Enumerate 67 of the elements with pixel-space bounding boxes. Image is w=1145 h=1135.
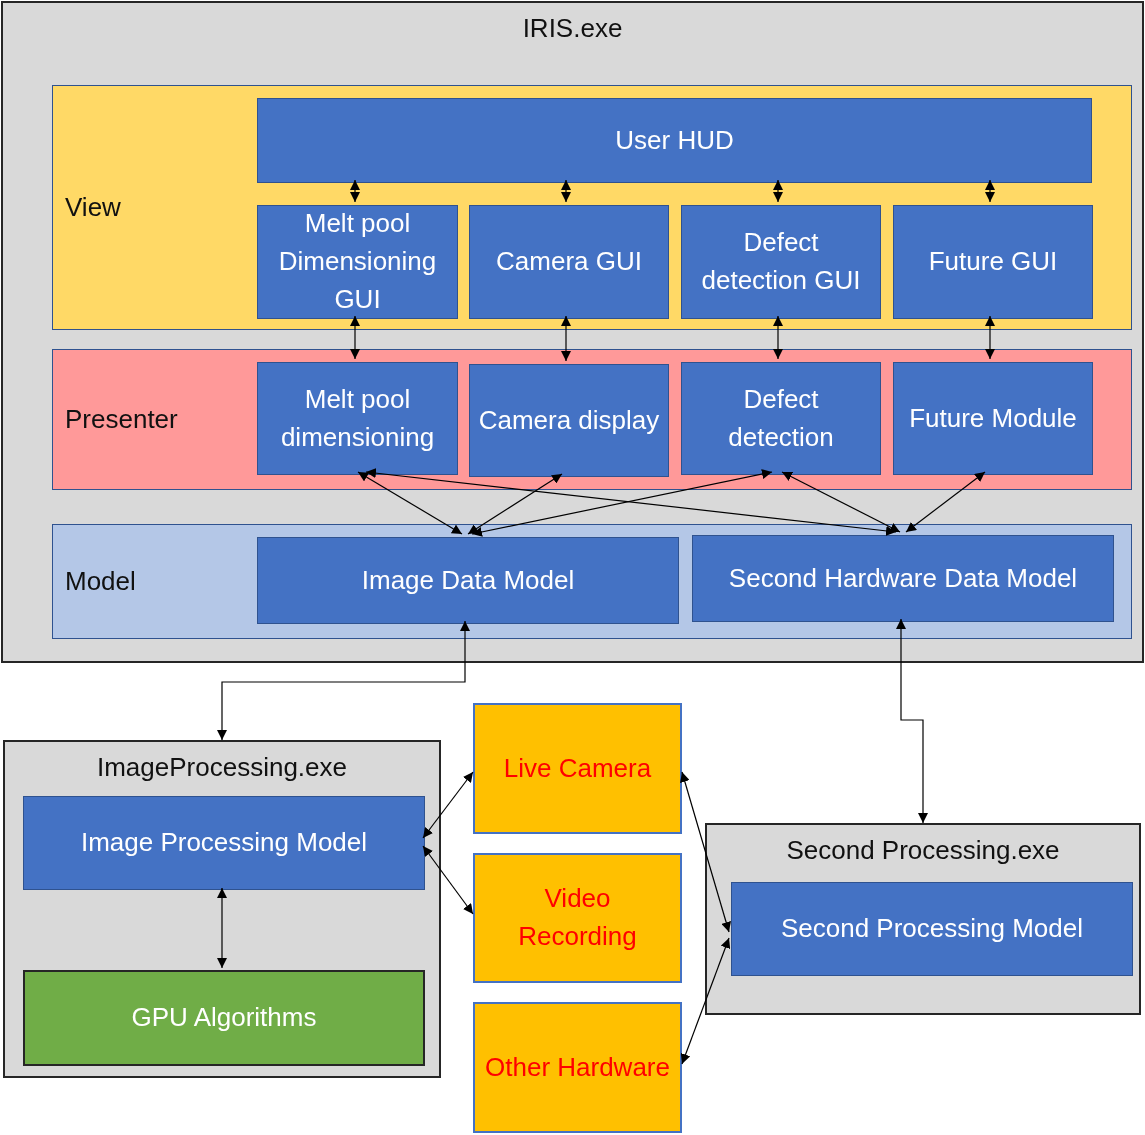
- node-label: Model: [65, 565, 136, 598]
- node-label: Melt pool Dimensioning GUI: [277, 207, 438, 316]
- module-box: [681, 362, 881, 475]
- node-label: Camera GUI: [496, 245, 642, 279]
- arrow: [985, 315, 995, 360]
- application-container: [3, 740, 441, 1078]
- node-label: Live Camera: [503, 751, 652, 785]
- module-box: [257, 537, 679, 624]
- arrow: [217, 620, 470, 741]
- arrow: [467, 473, 563, 535]
- arrow: [905, 471, 986, 533]
- arrow: [561, 315, 571, 362]
- node-label: Defect detection: [727, 382, 835, 454]
- module-box: [257, 98, 1092, 183]
- node-label: ImageProcessing.exe: [97, 751, 347, 784]
- arrow: [471, 469, 773, 537]
- arrow: [422, 845, 474, 915]
- arrow: [422, 771, 474, 839]
- node-label: IRIS.exe: [522, 12, 623, 45]
- module-box: [23, 796, 425, 890]
- arrow: [350, 315, 360, 360]
- node-label: Image Processing Model: [80, 826, 368, 860]
- arrow: [217, 887, 227, 969]
- arrow: [985, 179, 995, 203]
- application-container: [705, 823, 1141, 1015]
- layer-band: [52, 524, 1132, 639]
- application-container: [1, 1, 1144, 663]
- module-box: [23, 970, 425, 1066]
- node-label: Video Recording: [517, 882, 638, 953]
- node-label: Defect detection GUI: [700, 226, 862, 297]
- arrow: [357, 471, 463, 535]
- arrow: [561, 179, 571, 203]
- module-box: [893, 362, 1093, 475]
- arrow: [896, 618, 928, 824]
- node-label: Second Processing.exe: [786, 834, 1060, 867]
- node-label: Camera display: [478, 403, 660, 437]
- module-box: [257, 205, 458, 319]
- node-label: User HUD: [615, 123, 734, 157]
- module-box: [731, 882, 1133, 976]
- layer-band: [52, 349, 1132, 490]
- arrow: [781, 471, 901, 533]
- node-label: Other Hardware: [485, 1050, 670, 1084]
- node-label: Future Module: [909, 401, 1077, 435]
- node-label: Second Processing Model: [780, 912, 1084, 946]
- arrow: [365, 468, 897, 536]
- node-label: View: [65, 191, 121, 224]
- node-label: Second Hardware Data Model: [728, 561, 1078, 595]
- node-label: Future GUI: [928, 245, 1058, 279]
- arrow: [680, 771, 731, 933]
- module-box: [893, 205, 1093, 319]
- module-box: [469, 364, 669, 477]
- module-box: [681, 205, 881, 319]
- node-label: Melt pool dimensioning: [279, 382, 436, 454]
- module-box: [692, 535, 1114, 622]
- arrow: [773, 179, 783, 203]
- hardware-box: [473, 853, 682, 983]
- arrow: [350, 179, 360, 203]
- node-label: Presenter: [65, 403, 178, 436]
- module-box: [469, 205, 669, 319]
- hardware-box: [473, 1002, 682, 1133]
- node-label: Image Data Model: [361, 563, 575, 597]
- hardware-box: [473, 703, 682, 834]
- arrow: [773, 315, 783, 360]
- layer-band: [52, 85, 1132, 330]
- arrow: [680, 937, 731, 1065]
- node-label: GPU Algorithms: [131, 1001, 317, 1035]
- module-box: [257, 362, 458, 475]
